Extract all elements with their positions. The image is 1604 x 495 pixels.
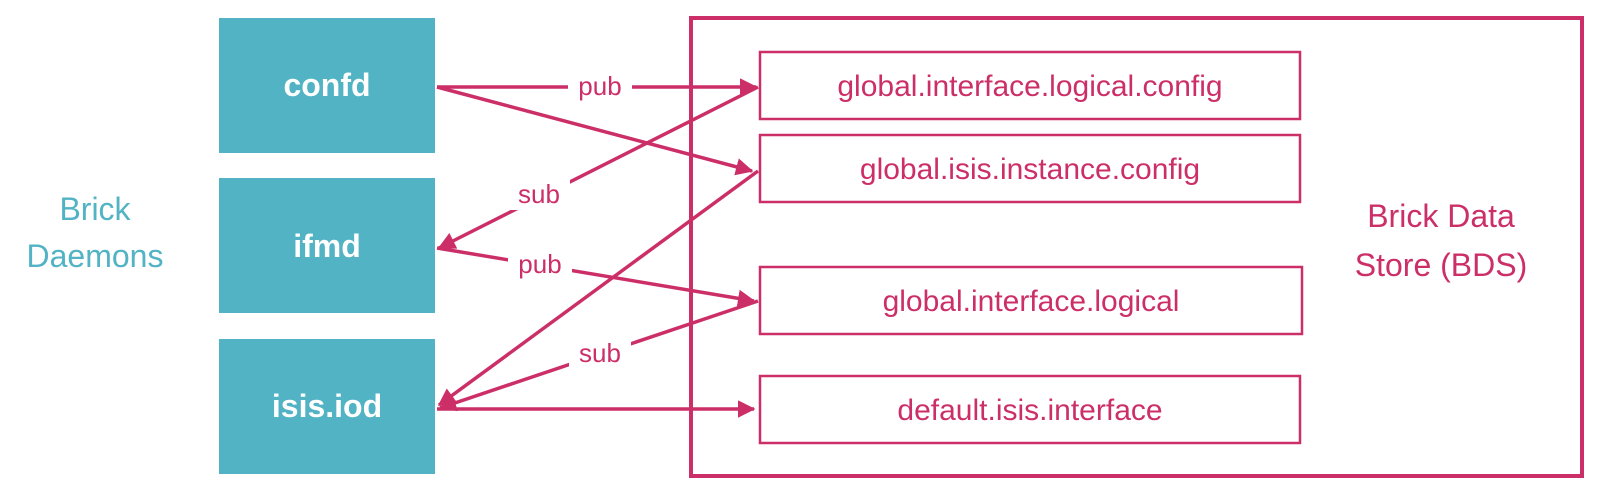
edge-label-isis-sub-text: sub [579,338,621,368]
daemon-confd-label: confd [283,67,370,103]
arrow-isis-instance-config-to-isis-iod [437,169,760,407]
daemon-isis-iod-label: isis.iod [272,388,382,424]
daemon-ifmd-label: ifmd [293,228,361,264]
table-global-interface-logical-config-label: global.interface.logical.config [837,70,1222,103]
brick-daemons-label-line2: Daemons [27,238,164,274]
edge-label-confd-pub: pub [568,70,632,102]
table-global-isis-instance-config: global.isis.instance.config [758,133,1302,204]
brick-daemons-label: Brick Daemons [27,191,164,274]
connection-arrows [436,78,760,418]
arrow-interface-logical-config-to-ifmd [437,85,759,250]
table-global-interface-logical-config-box [758,50,1302,121]
brick-data-store-container [689,16,1584,478]
table-global-interface-logical-label: global.interface.logical [883,285,1180,318]
brick-data-store-label: Brick Data Store (BDS) [1355,198,1527,283]
table-default-isis-interface-box [758,374,1302,445]
arrow-ifmd-to-interface-logical [436,246,756,307]
edge-label-ifmd-pub: pub [508,248,572,280]
brick-daemons-label-line1: Brick [59,191,131,227]
table-global-interface-logical: global.interface.logical [758,265,1304,336]
daemon-isis-iod: isis.iod [219,339,435,474]
table-global-interface-logical-box [758,265,1304,336]
brick-data-store-label-line1: Brick Data [1367,198,1515,234]
edge-label-ifmd-sub: sub [508,178,570,210]
table-global-isis-instance-config-label: global.isis.instance.config [860,153,1200,186]
brick-data-store-label-line2: Store (BDS) [1355,247,1527,283]
daemon-confd: confd [219,18,435,153]
table-default-isis-interface-label: default.isis.interface [897,394,1162,427]
table-default-isis-interface: default.isis.interface [758,374,1302,445]
edge-label-ifmd-sub-text: sub [518,179,560,209]
table-global-isis-instance-config-box [758,133,1302,204]
daemon-ifmd: ifmd [219,178,435,313]
edge-label-isis-sub: sub [569,337,631,369]
edge-label-confd-pub-text: pub [578,71,621,101]
daemon-isis-iod-box [219,339,435,474]
table-global-interface-logical-config: global.interface.logical.config [758,50,1302,121]
arrow-confd-to-isis-instance-config [436,85,754,176]
daemon-ifmd-box [219,178,435,313]
daemon-confd-box [219,18,435,153]
edge-label-ifmd-pub-text: pub [518,249,561,279]
